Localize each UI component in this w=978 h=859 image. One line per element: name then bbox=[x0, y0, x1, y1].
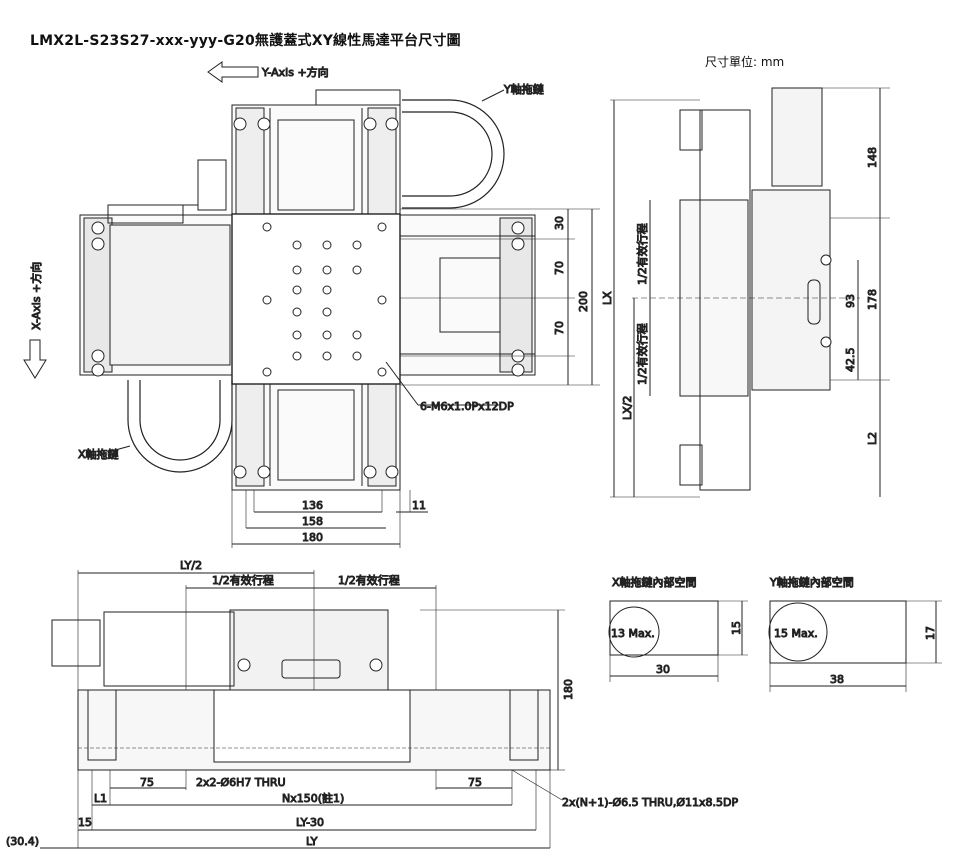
dim-178: 178 bbox=[866, 289, 879, 310]
dim-l2: L2 bbox=[866, 432, 879, 445]
dim-right-30: 30 bbox=[553, 216, 566, 230]
dim-l1: L1 bbox=[94, 792, 107, 805]
top-view: Y-Axis +方向 X-Axis +方向 Y軸拖鏈 bbox=[23, 61, 600, 548]
dim-half-stroke-b: 1/2有效行程 bbox=[635, 323, 649, 385]
dim-right-200: 200 bbox=[577, 291, 590, 312]
x-axis-label: X-Axis +方向 bbox=[29, 262, 43, 330]
dim-front-half-stroke-b: 1/2有效行程 bbox=[338, 573, 400, 587]
dim-ly: LY bbox=[306, 835, 318, 848]
dim-bottom-180: 180 bbox=[302, 531, 323, 544]
y-axis-label: Y-Axis +方向 bbox=[261, 65, 329, 79]
thru-note: 2x(N+1)-Ø6.5 THRU,Ø11x8.5DP bbox=[562, 796, 738, 809]
dim-93: 93 bbox=[844, 294, 857, 308]
x-chain-space-title: X軸拖鏈內部空間 bbox=[612, 575, 697, 589]
dim-front-180: 180 bbox=[562, 679, 575, 700]
unit-label: 尺寸單位: mm bbox=[705, 55, 785, 69]
side-view: LX LX/2 1/2有效行程 1/2有效行程 148 178 93 42.5 … bbox=[601, 87, 890, 498]
dim-75-left: 75 bbox=[140, 776, 154, 789]
dim-n150: Nx150(註1) bbox=[282, 792, 344, 805]
chain-space: X軸拖鏈內部空間 13 Max. 15 30 Y軸拖鏈內部空間 15 Max. … bbox=[608, 575, 942, 692]
y-chain-max: 15 Max. bbox=[774, 627, 818, 640]
dim-right-70b: 70 bbox=[553, 321, 566, 335]
dim-lx-half: LX/2 bbox=[621, 396, 634, 420]
dim-75-right: 75 bbox=[468, 776, 482, 789]
dim-bottom-136: 136 bbox=[302, 499, 323, 512]
y-axis-arrow-icon bbox=[207, 61, 259, 83]
x-chain-w: 30 bbox=[656, 663, 670, 676]
dim-offset: (30.4) bbox=[6, 835, 39, 848]
y-chain-space-title: Y軸拖鏈內部空間 bbox=[769, 575, 854, 589]
dim-15: 15 bbox=[78, 816, 92, 829]
y-chain-label: Y軸拖鏈 bbox=[503, 82, 544, 96]
dim-bottom-158: 158 bbox=[302, 515, 323, 528]
y-chain-w: 38 bbox=[830, 673, 844, 686]
x-axis-arrow-icon bbox=[23, 339, 47, 379]
front-view: LY/2 1/2有效行程 1/2有效行程 180 75 75 2x2-Ø6H7 … bbox=[6, 559, 739, 849]
dim-lx: LX bbox=[601, 291, 614, 305]
dim-ly-30: LY-30 bbox=[296, 816, 324, 829]
hole-note: 6-M6x1.0Px12DP bbox=[420, 400, 514, 413]
y-chain-h: 17 bbox=[924, 626, 937, 640]
drawing-title: LMX2L-S23S27-xxx-yyy-G20無護蓋式XY線性馬達平台尺寸圖 bbox=[30, 33, 461, 49]
x-chain-max: 13 Max. bbox=[611, 627, 655, 640]
dim-42-5: 42.5 bbox=[844, 348, 857, 373]
x-chain-label: X軸拖鏈 bbox=[78, 447, 119, 461]
dim-bottom-11: 11 bbox=[412, 499, 426, 512]
dim-half-stroke-a: 1/2有效行程 bbox=[635, 223, 649, 285]
dim-148: 148 bbox=[866, 147, 879, 168]
dim-right-70a: 70 bbox=[553, 261, 566, 275]
pin-note: 2x2-Ø6H7 THRU bbox=[196, 776, 286, 789]
x-chain-h: 15 bbox=[730, 621, 743, 635]
dim-ly-half: LY/2 bbox=[180, 559, 202, 572]
dim-front-half-stroke-a: 1/2有效行程 bbox=[212, 573, 274, 587]
